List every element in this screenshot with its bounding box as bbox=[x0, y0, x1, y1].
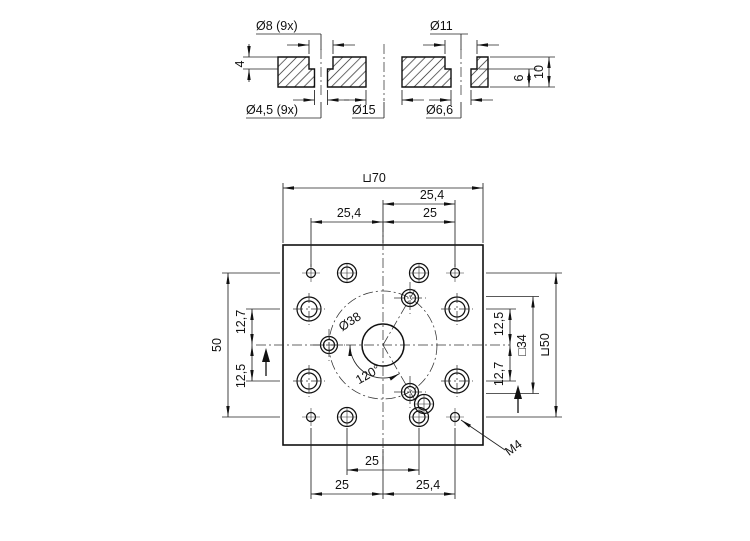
dim-label-top-254-right: 25,4 bbox=[420, 188, 444, 202]
dim-label-dia45: Ø4,5 (9x) bbox=[246, 103, 298, 117]
dim-label-square34: □34 bbox=[515, 334, 529, 356]
bolt-circle-dia38 bbox=[328, 290, 438, 400]
section-centerlines bbox=[320, 44, 462, 101]
front-view: ⊔70 25,4 25,4 25 Ø38 120° 12,7 12,5 50 1… bbox=[210, 171, 562, 499]
right-dimension-lines bbox=[486, 272, 562, 418]
dim-label-bottom-25-left: 25 bbox=[335, 478, 349, 492]
front-dimension-labels: ⊔70 25,4 25,4 25 Ø38 120° 12,7 12,5 50 1… bbox=[210, 171, 552, 492]
angle-dimension-120 bbox=[348, 344, 400, 381]
dim-label-depth6: 6 bbox=[512, 74, 526, 81]
section-dimension-labels: Ø8 (9x) Ø11 4 6 10 Ø4,5 (9x) Ø15 Ø6,6 bbox=[233, 19, 546, 117]
dim-label-bottom-254-right: 25,4 bbox=[416, 478, 440, 492]
dim-label-right-127: 12,7 bbox=[492, 362, 506, 386]
section-view: Ø8 (9x) Ø11 4 6 10 Ø4,5 (9x) Ø15 Ø6,6 bbox=[233, 19, 555, 119]
dim-label-left-125: 12,5 bbox=[234, 364, 248, 388]
dim-label-left-127: 12,7 bbox=[234, 310, 248, 334]
dim-label-dia11: Ø11 bbox=[430, 19, 453, 33]
section-cut-body bbox=[277, 56, 489, 88]
dim-label-dia38: Ø38 bbox=[336, 309, 363, 334]
dim-label-square50: ⊔50 bbox=[538, 333, 552, 357]
m4-leader-line bbox=[460, 419, 506, 451]
bold-arrow-right bbox=[514, 385, 522, 399]
dim-label-top-254-left: 25,4 bbox=[337, 206, 361, 220]
dim-label-dia8: Ø8 (9x) bbox=[256, 19, 298, 33]
dim-label-square70: ⊔70 bbox=[362, 171, 386, 185]
dim-label-depth4: 4 bbox=[233, 60, 247, 67]
dim-label-dia66: Ø6,6 bbox=[426, 103, 453, 117]
dim-label-bottom-25-center: 25 bbox=[365, 454, 379, 468]
top-dimension-lines bbox=[282, 183, 484, 267]
bold-arrow-left bbox=[262, 348, 270, 362]
left-dimension-lines bbox=[222, 272, 280, 418]
dim-label-m4: M4 bbox=[502, 437, 524, 459]
dim-label-right-125: 12,5 bbox=[492, 312, 506, 336]
dim-label-left-50: 50 bbox=[210, 338, 224, 352]
dim-label-thickness10: 10 bbox=[532, 65, 546, 79]
section-dimension-lines bbox=[243, 33, 555, 119]
dim-label-top-25: 25 bbox=[423, 206, 437, 220]
dim-label-dia15: Ø15 bbox=[352, 103, 376, 117]
bottom-dimension-lines bbox=[310, 428, 456, 499]
